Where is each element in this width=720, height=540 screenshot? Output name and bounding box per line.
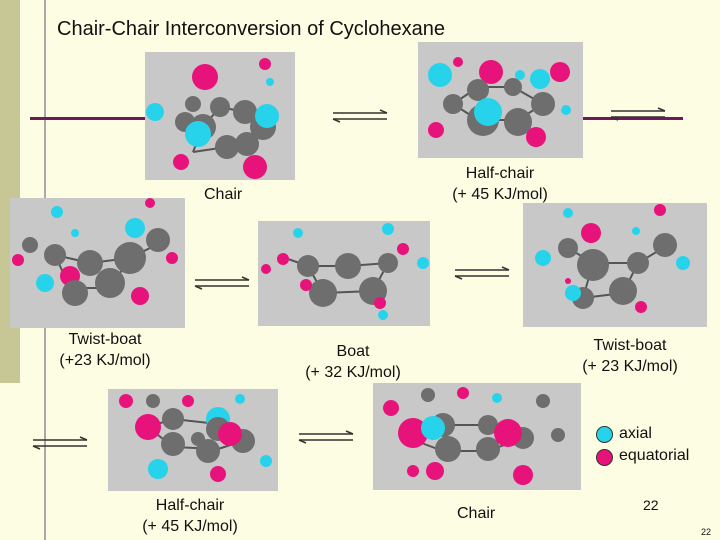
label-half-chair-top-energy: (+ 45 KJ/mol)	[452, 186, 548, 203]
chair-model	[383, 387, 565, 485]
equilibrium-arrow-middle-right	[454, 266, 510, 280]
legend-axial-label: axial	[619, 425, 652, 442]
top-rule-left	[30, 117, 145, 120]
label-boat-energy: (+ 32 KJ/mol)	[305, 364, 401, 381]
label-twist-boat-left-energy: (+23 KJ/mol)	[59, 352, 151, 369]
label-half-chair-top-name: Half-chair	[465, 165, 535, 182]
boat-model	[261, 223, 429, 320]
molecule-half-chair-bottom	[108, 389, 278, 491]
label-twist-boat-left-name: Twist-boat	[68, 331, 142, 348]
label-half-chair-bottom-name: Half-chair	[155, 497, 225, 514]
molecule-chair-top	[145, 52, 295, 180]
label-twist-boat-right-energy: (+ 23 KJ/mol)	[582, 358, 678, 375]
page-number-footer: 22	[701, 527, 712, 537]
label-chair-bottom: Chair	[457, 505, 496, 522]
top-rule-right	[583, 117, 683, 120]
label-half-chair-top: Half-chair (+ 45 KJ/mol)	[440, 163, 560, 205]
twist-boat-model	[535, 204, 690, 313]
label-twist-boat-right: Twist-boat (+ 23 KJ/mol)	[565, 335, 695, 377]
legend-axial-swatch	[596, 426, 613, 443]
label-chair-top: Chair	[204, 186, 243, 203]
label-half-chair-bottom-energy: (+ 45 KJ/mol)	[142, 518, 238, 535]
label-twist-boat-right-name: Twist-boat	[593, 337, 667, 354]
label-boat-name: Boat	[336, 343, 370, 360]
slide-title: Chair-Chair Interconversion of Cyclohexa…	[57, 18, 445, 40]
molecule-twist-boat-left	[10, 198, 185, 328]
molecule-boat	[258, 221, 430, 326]
label-twist-boat-left: Twist-boat (+23 KJ/mol)	[45, 329, 165, 371]
equilibrium-arrow-bottom-middle	[298, 430, 354, 444]
page-number: 22	[643, 497, 659, 513]
twist-boat-model	[12, 198, 178, 306]
label-half-chair-bottom: Half-chair (+ 45 KJ/mol)	[130, 495, 250, 537]
molecule-twist-boat-right	[523, 203, 707, 327]
half-chair-model	[119, 394, 272, 482]
equilibrium-arrow-bottom-left	[32, 436, 88, 450]
legend-equatorial-swatch	[596, 449, 613, 466]
chair-model	[146, 58, 279, 179]
molecule-chair-bottom	[373, 383, 581, 490]
equilibrium-arrow-top-left	[332, 109, 388, 123]
label-boat: Boat (+ 32 KJ/mol)	[293, 341, 413, 383]
molecule-half-chair-top	[418, 42, 583, 158]
equilibrium-arrow-middle-left	[194, 276, 250, 290]
equilibrium-arrow-top-right	[610, 107, 666, 121]
legend-equatorial-label: equatorial	[619, 447, 690, 464]
half-chair-model	[428, 57, 571, 147]
